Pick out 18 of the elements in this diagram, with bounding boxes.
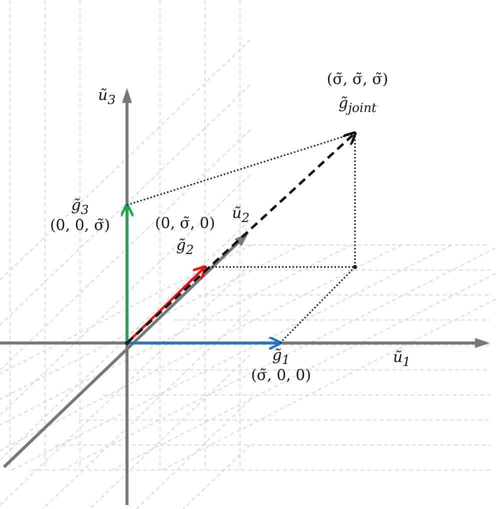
projection-line xyxy=(205,266,355,268)
vector-tip-point xyxy=(353,265,357,269)
vector-arrow xyxy=(127,336,282,350)
vector-arrow xyxy=(126,130,358,344)
vector-label: g̃$_{3}$ xyxy=(70,196,90,218)
coordinate-label: (σ̃, 0, 0) xyxy=(250,366,312,384)
coordinate-label: (0, σ̃, 0) xyxy=(154,214,216,232)
vector-arrow xyxy=(120,202,134,343)
axis-label: ũ$_{2}$ xyxy=(232,204,250,227)
vector-tip-point xyxy=(125,341,129,345)
coordinate-label: (0, 0, σ̃) xyxy=(48,216,112,234)
projection-line xyxy=(279,266,356,344)
axis-label: ũ$_{3}$ xyxy=(98,86,116,109)
vector-label: g̃$_{2}$ xyxy=(175,236,195,259)
coordinate-label: (σ̃, σ̃, σ̃) xyxy=(326,70,390,88)
vector-label: g̃$_{1}$ xyxy=(271,346,291,368)
axis-label: ũ$_{1}$ xyxy=(393,348,411,371)
vector-label: g̃$_{joint}$ xyxy=(337,94,378,117)
